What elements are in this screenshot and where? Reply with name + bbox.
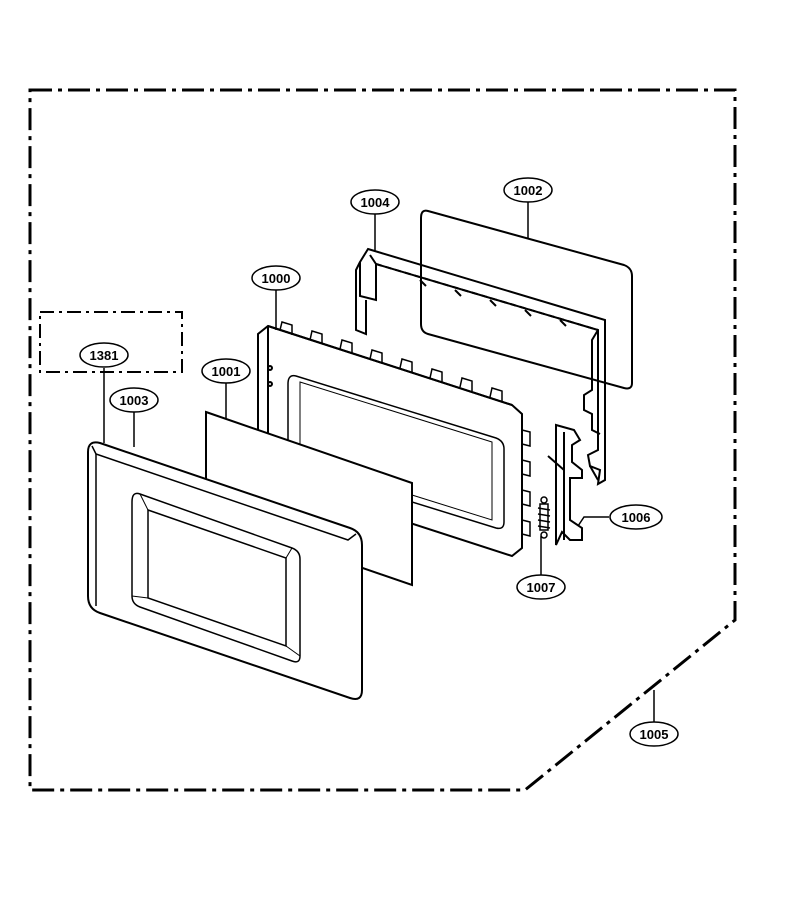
svg-text:1005: 1005 bbox=[640, 727, 669, 742]
part-1002-sheet bbox=[420, 209, 633, 390]
callout-1000: 1000 bbox=[251, 265, 301, 291]
callout-1001: 1001 bbox=[201, 358, 251, 384]
svg-text:1006: 1006 bbox=[622, 510, 651, 525]
assembly-boundary-1005 bbox=[28, 88, 737, 792]
svg-text:1003: 1003 bbox=[120, 393, 149, 408]
callout-1002: 1002 bbox=[503, 177, 553, 203]
svg-text:1381: 1381 bbox=[90, 348, 119, 363]
svg-text:1007: 1007 bbox=[527, 580, 556, 595]
callout-1006: 1006 bbox=[609, 504, 663, 530]
svg-text:1002: 1002 bbox=[514, 183, 543, 198]
svg-text:1001: 1001 bbox=[212, 364, 241, 379]
part-1007-spring bbox=[537, 496, 551, 539]
callout-1003: 1003 bbox=[109, 387, 159, 413]
svg-text:1000: 1000 bbox=[262, 271, 291, 286]
part-1004-frame bbox=[355, 247, 606, 486]
callout-1007: 1007 bbox=[516, 574, 566, 600]
leader-lines bbox=[103, 200, 655, 723]
part-1006-latch-hook bbox=[547, 423, 583, 546]
subassembly-box-1381 bbox=[39, 311, 183, 373]
callout-1004: 1004 bbox=[350, 189, 400, 215]
part-1003-door-frame bbox=[87, 441, 363, 700]
callout-1381: 1381 bbox=[79, 342, 129, 368]
svg-text:1004: 1004 bbox=[361, 195, 391, 210]
callout-1005: 1005 bbox=[629, 721, 679, 747]
